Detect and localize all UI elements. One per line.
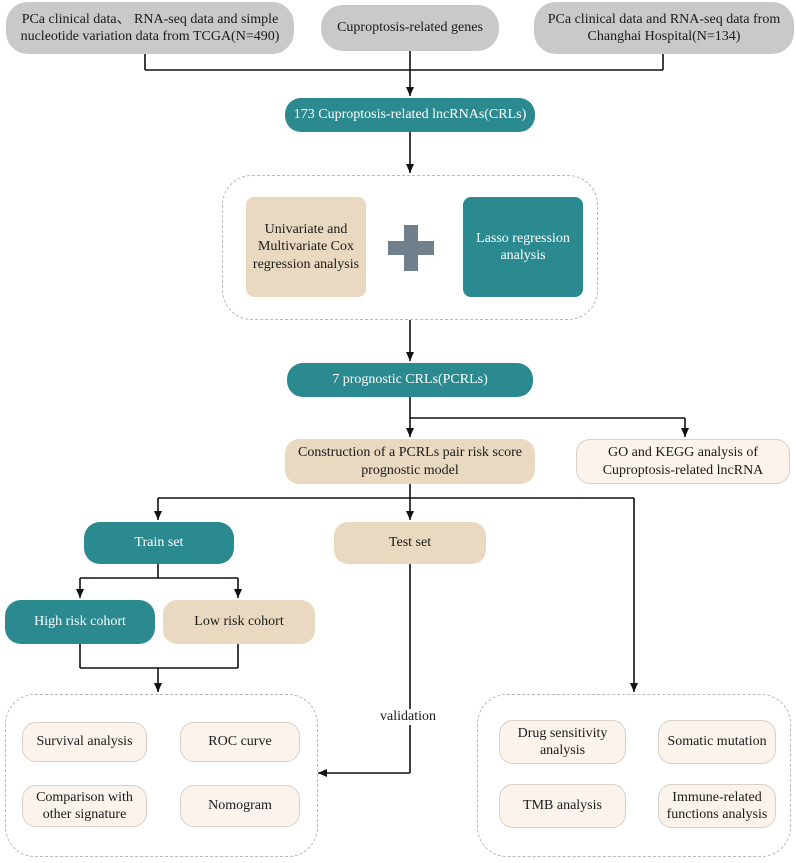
survival-analysis-box: Survival analysis <box>22 722 147 762</box>
cuproptosis-genes-box: Cuproptosis-related genes <box>321 5 499 51</box>
high-risk-cohort-box: High risk cohort <box>5 600 155 644</box>
go-kegg-label: GO and KEGG analysis of Cuproptosis-rela… <box>602 445 764 478</box>
risk-model-box: Construction of a PCRLs pair risk score … <box>285 439 535 484</box>
tcga-data-label: PCa clinical data、 RNA-seq data and simp… <box>20 11 280 45</box>
tmb-analysis-box: TMB analysis <box>499 784 626 828</box>
comparison-box: Comparison with other signature <box>22 785 147 827</box>
lasso-regression-box: Lasso regression analysis <box>463 197 583 297</box>
right-results-panel <box>477 694 791 857</box>
immune-functions-label: Immune-related functions analysis <box>666 789 768 823</box>
tmb-analysis-label: TMB analysis <box>523 798 602 814</box>
pcrls-box: 7 prognostic CRLs(PCRLs) <box>287 363 533 397</box>
immune-functions-box: Immune-related functions analysis <box>658 784 776 828</box>
low-risk-cohort-box: Low risk cohort <box>163 600 315 644</box>
risk-model-label: Construction of a PCRLs pair risk score … <box>298 445 522 478</box>
test-set-label: Test set <box>388 535 432 551</box>
crls-label: 173 Cuproptosis-related lncRNAs(CRLs) <box>293 107 527 123</box>
comparison-label: Comparison with other signature <box>36 789 133 823</box>
somatic-mutation-label: Somatic mutation <box>667 734 767 750</box>
train-set-box: Train set <box>84 522 234 564</box>
roc-curve-label: ROC curve <box>208 734 272 750</box>
analysis-panel <box>222 175 598 320</box>
crls-box: 173 Cuproptosis-related lncRNAs(CRLs) <box>285 98 535 132</box>
somatic-mutation-box: Somatic mutation <box>658 720 776 764</box>
drug-sensitivity-box: Drug sensitivity analysis <box>499 720 626 764</box>
nomogram-label: Nomogram <box>208 798 272 814</box>
cox-regression-label: Univariate and Multivariate Cox regressi… <box>252 221 360 272</box>
test-set-box: Test set <box>334 522 486 564</box>
go-kegg-box: GO and KEGG analysis of Cuproptosis-rela… <box>576 439 790 484</box>
drug-sensitivity-label: Drug sensitivity analysis <box>517 725 608 759</box>
high-risk-cohort-label: High risk cohort <box>34 614 126 630</box>
plus-icon <box>388 225 434 271</box>
changhai-data-label: PCa clinical data and RNA-seq data from … <box>547 11 781 45</box>
nomogram-box: Nomogram <box>180 785 300 827</box>
train-set-label: Train set <box>134 535 184 551</box>
roc-curve-box: ROC curve <box>180 722 300 762</box>
survival-analysis-label: Survival analysis <box>36 734 133 750</box>
changhai-data-box: PCa clinical data and RNA-seq data from … <box>534 2 794 54</box>
tcga-data-box: PCa clinical data、 RNA-seq data and simp… <box>6 2 294 54</box>
validation-label: validation <box>378 709 438 725</box>
left-results-panel <box>5 694 318 857</box>
low-risk-cohort-label: Low risk cohort <box>194 614 284 630</box>
cox-regression-box: Univariate and Multivariate Cox regressi… <box>246 197 366 297</box>
lasso-regression-label: Lasso regression analysis <box>476 230 570 264</box>
cuproptosis-genes-label: Cuproptosis-related genes <box>337 20 483 36</box>
pcrls-label: 7 prognostic CRLs(PCRLs) <box>332 372 488 388</box>
